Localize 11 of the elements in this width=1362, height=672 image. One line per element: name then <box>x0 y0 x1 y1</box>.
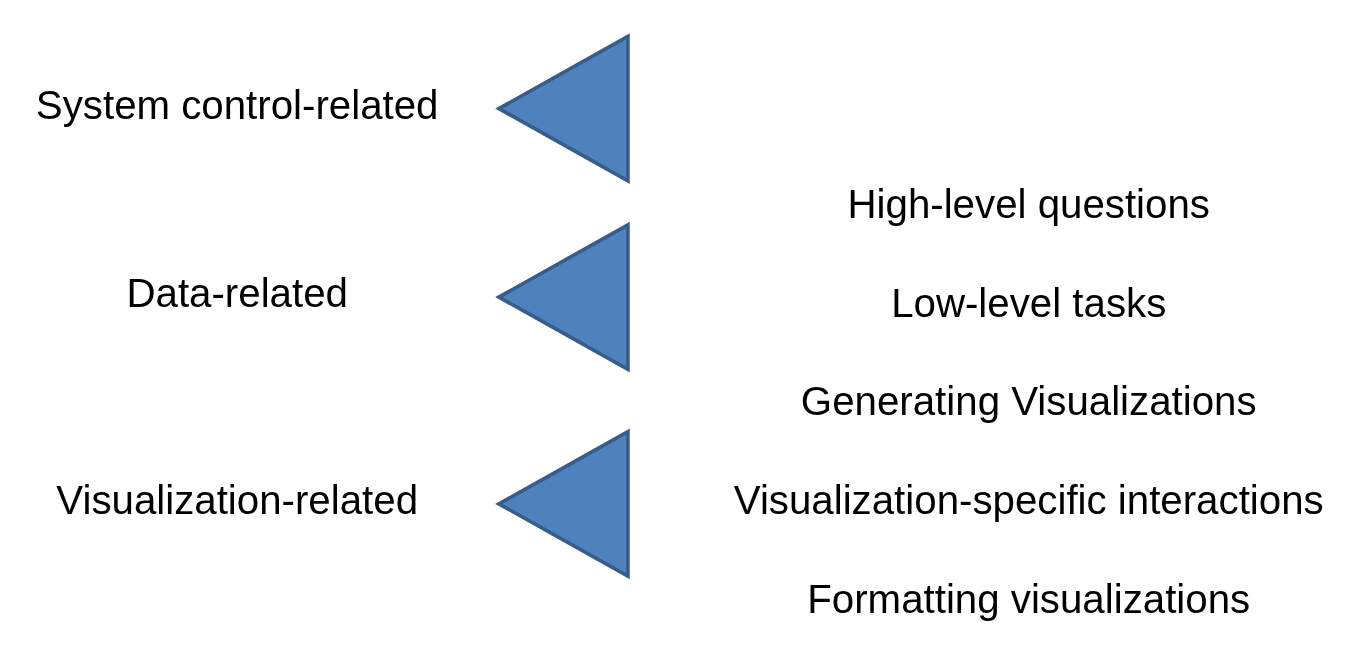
node-text: System control-related <box>35 82 439 128</box>
node-text: Low-level tasks <box>891 280 1167 326</box>
node-text: Generating Visualizations <box>800 379 1257 425</box>
node-text: Visualization-specific interactions <box>733 478 1324 524</box>
node-text: Visualization-related <box>56 478 419 524</box>
node-triangle <box>495 33 630 185</box>
node-triangle <box>495 221 630 373</box>
node-text: High-level questions <box>847 181 1210 227</box>
node-text: Formatting visualizations <box>807 576 1251 622</box>
node-triangle <box>495 428 630 580</box>
node-text: Data-related <box>126 271 348 317</box>
